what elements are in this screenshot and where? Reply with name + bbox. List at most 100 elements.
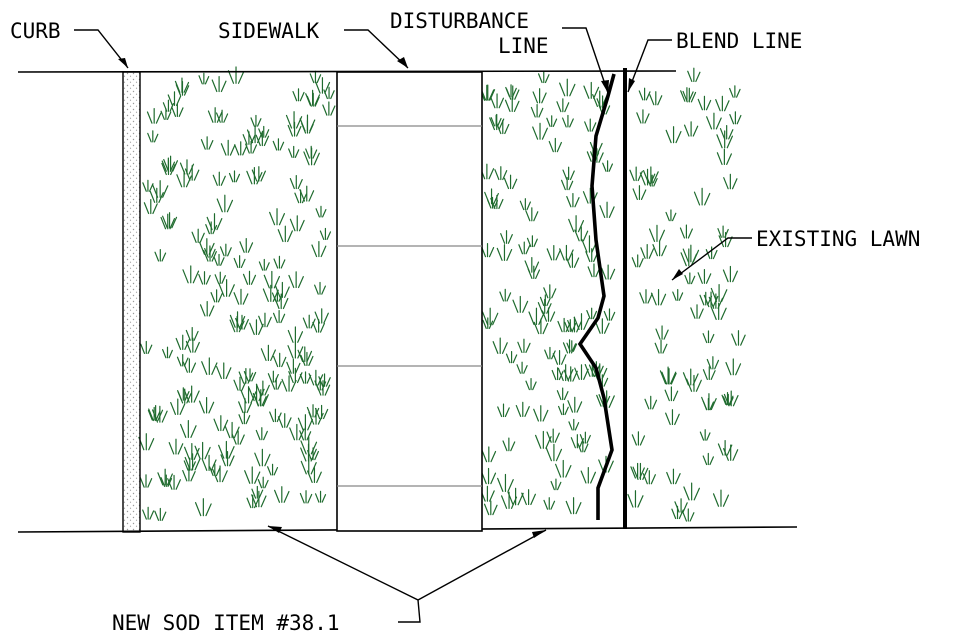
grass-tuft — [210, 289, 223, 303]
grass-tuft — [601, 264, 616, 280]
grass-tuft — [556, 387, 569, 401]
grass-tuft — [170, 398, 186, 415]
grass-tuft — [683, 121, 699, 137]
grass-tuft — [697, 95, 712, 111]
grass-layer — [138, 66, 746, 522]
grass-tuft — [684, 272, 696, 285]
grass-tuft — [305, 145, 318, 159]
grass-tuft — [142, 179, 154, 192]
grass-tuft — [142, 506, 155, 520]
grass-tuft — [319, 227, 332, 241]
grass-tuft — [664, 386, 679, 402]
grass-tuft — [666, 468, 681, 485]
grass-tuft — [205, 221, 218, 235]
grass-tuft — [731, 330, 746, 346]
grass-tuft — [218, 279, 235, 297]
grass-tuft — [289, 215, 305, 232]
grass-tuft — [723, 444, 739, 461]
grass-tuft — [314, 490, 327, 503]
grass-tuft — [567, 316, 582, 333]
grass-tuft — [306, 466, 322, 484]
grass-tuft — [586, 307, 598, 320]
grass-tuft — [299, 490, 313, 504]
grass-tuft — [176, 354, 189, 367]
grass-tuft — [584, 118, 597, 132]
sidewalk-label: SIDEWALK — [218, 19, 320, 43]
grass-tuft — [281, 375, 297, 392]
grass-tuft — [277, 225, 293, 243]
grass-tuft — [573, 313, 590, 330]
grass-tuft — [198, 396, 215, 414]
grass-tuft — [499, 288, 512, 302]
grass-tuft — [567, 396, 583, 413]
grass-tuft — [300, 351, 314, 367]
grass-tuft — [603, 308, 616, 321]
disturbance-leader — [562, 27, 609, 94]
grass-tuft — [315, 205, 327, 218]
grass-tuft — [482, 317, 494, 329]
grass-tuft — [490, 93, 505, 109]
grass-tuft — [546, 115, 558, 127]
grass-tuft — [716, 148, 732, 166]
grass-tuft — [233, 255, 246, 269]
grass-tuft — [515, 401, 530, 417]
grass-tuft — [702, 452, 715, 466]
grass-tuft — [525, 378, 537, 391]
arrowhead — [268, 526, 282, 533]
grass-tuft — [672, 289, 684, 301]
grass-tuft — [722, 265, 738, 283]
grass-tuft — [702, 330, 715, 344]
grass-tuft — [483, 500, 498, 516]
grass-tuft — [289, 175, 303, 190]
grass-tuft — [243, 368, 257, 382]
grass-tuft — [546, 428, 560, 443]
grass-tuft — [530, 103, 544, 118]
grass-tuft — [194, 441, 211, 460]
grass-tuft — [167, 474, 181, 490]
grass-tuft — [211, 75, 227, 93]
grass-tuft — [665, 409, 680, 426]
grass-tuft — [690, 304, 704, 319]
grass-tuft — [311, 240, 327, 258]
grass-tuft — [176, 170, 192, 188]
grass-tuft — [505, 351, 518, 364]
grass-tuft — [519, 198, 531, 211]
grass-tuft — [260, 344, 276, 362]
grass-tuft — [661, 368, 677, 385]
grass-tuft — [318, 373, 331, 387]
grass-tuft — [566, 192, 580, 208]
curb-leader — [74, 29, 129, 69]
grass-tuft — [561, 176, 574, 191]
grass-tuft — [579, 431, 591, 444]
grass-tuft — [723, 173, 738, 190]
grass-tuft — [162, 212, 178, 229]
grass-tuft — [642, 470, 656, 485]
grass-tuft — [686, 374, 702, 392]
sidewalk — [336, 71, 483, 532]
grass-tuft — [300, 436, 318, 455]
grass-tuft — [556, 98, 570, 113]
existing-lawn-leader — [671, 237, 752, 281]
grass-tuft — [272, 138, 285, 151]
grass-tuft — [207, 107, 223, 123]
grass-tuft — [640, 244, 655, 259]
grass-tuft — [323, 86, 335, 100]
grass-tuft — [484, 188, 499, 205]
grass-tuft — [497, 473, 514, 492]
grass-tuft — [238, 411, 251, 425]
disturbance-line — [577, 73, 616, 520]
grass-tuft — [562, 114, 574, 128]
blend-line-label: BLEND LINE — [676, 29, 802, 53]
grass-tuft — [517, 338, 531, 354]
grass-tuft — [299, 427, 312, 441]
grass-tuft — [182, 358, 197, 373]
grass-tuft — [644, 395, 658, 410]
grass-tuft — [184, 165, 200, 181]
grass-tuft — [294, 189, 307, 204]
grass-tuft — [206, 213, 223, 231]
grass-tuft — [251, 485, 264, 499]
grass-tuft — [250, 114, 262, 127]
grass-tuft — [631, 431, 646, 446]
grass-tuft — [481, 446, 497, 463]
grass-tuft — [639, 168, 656, 186]
